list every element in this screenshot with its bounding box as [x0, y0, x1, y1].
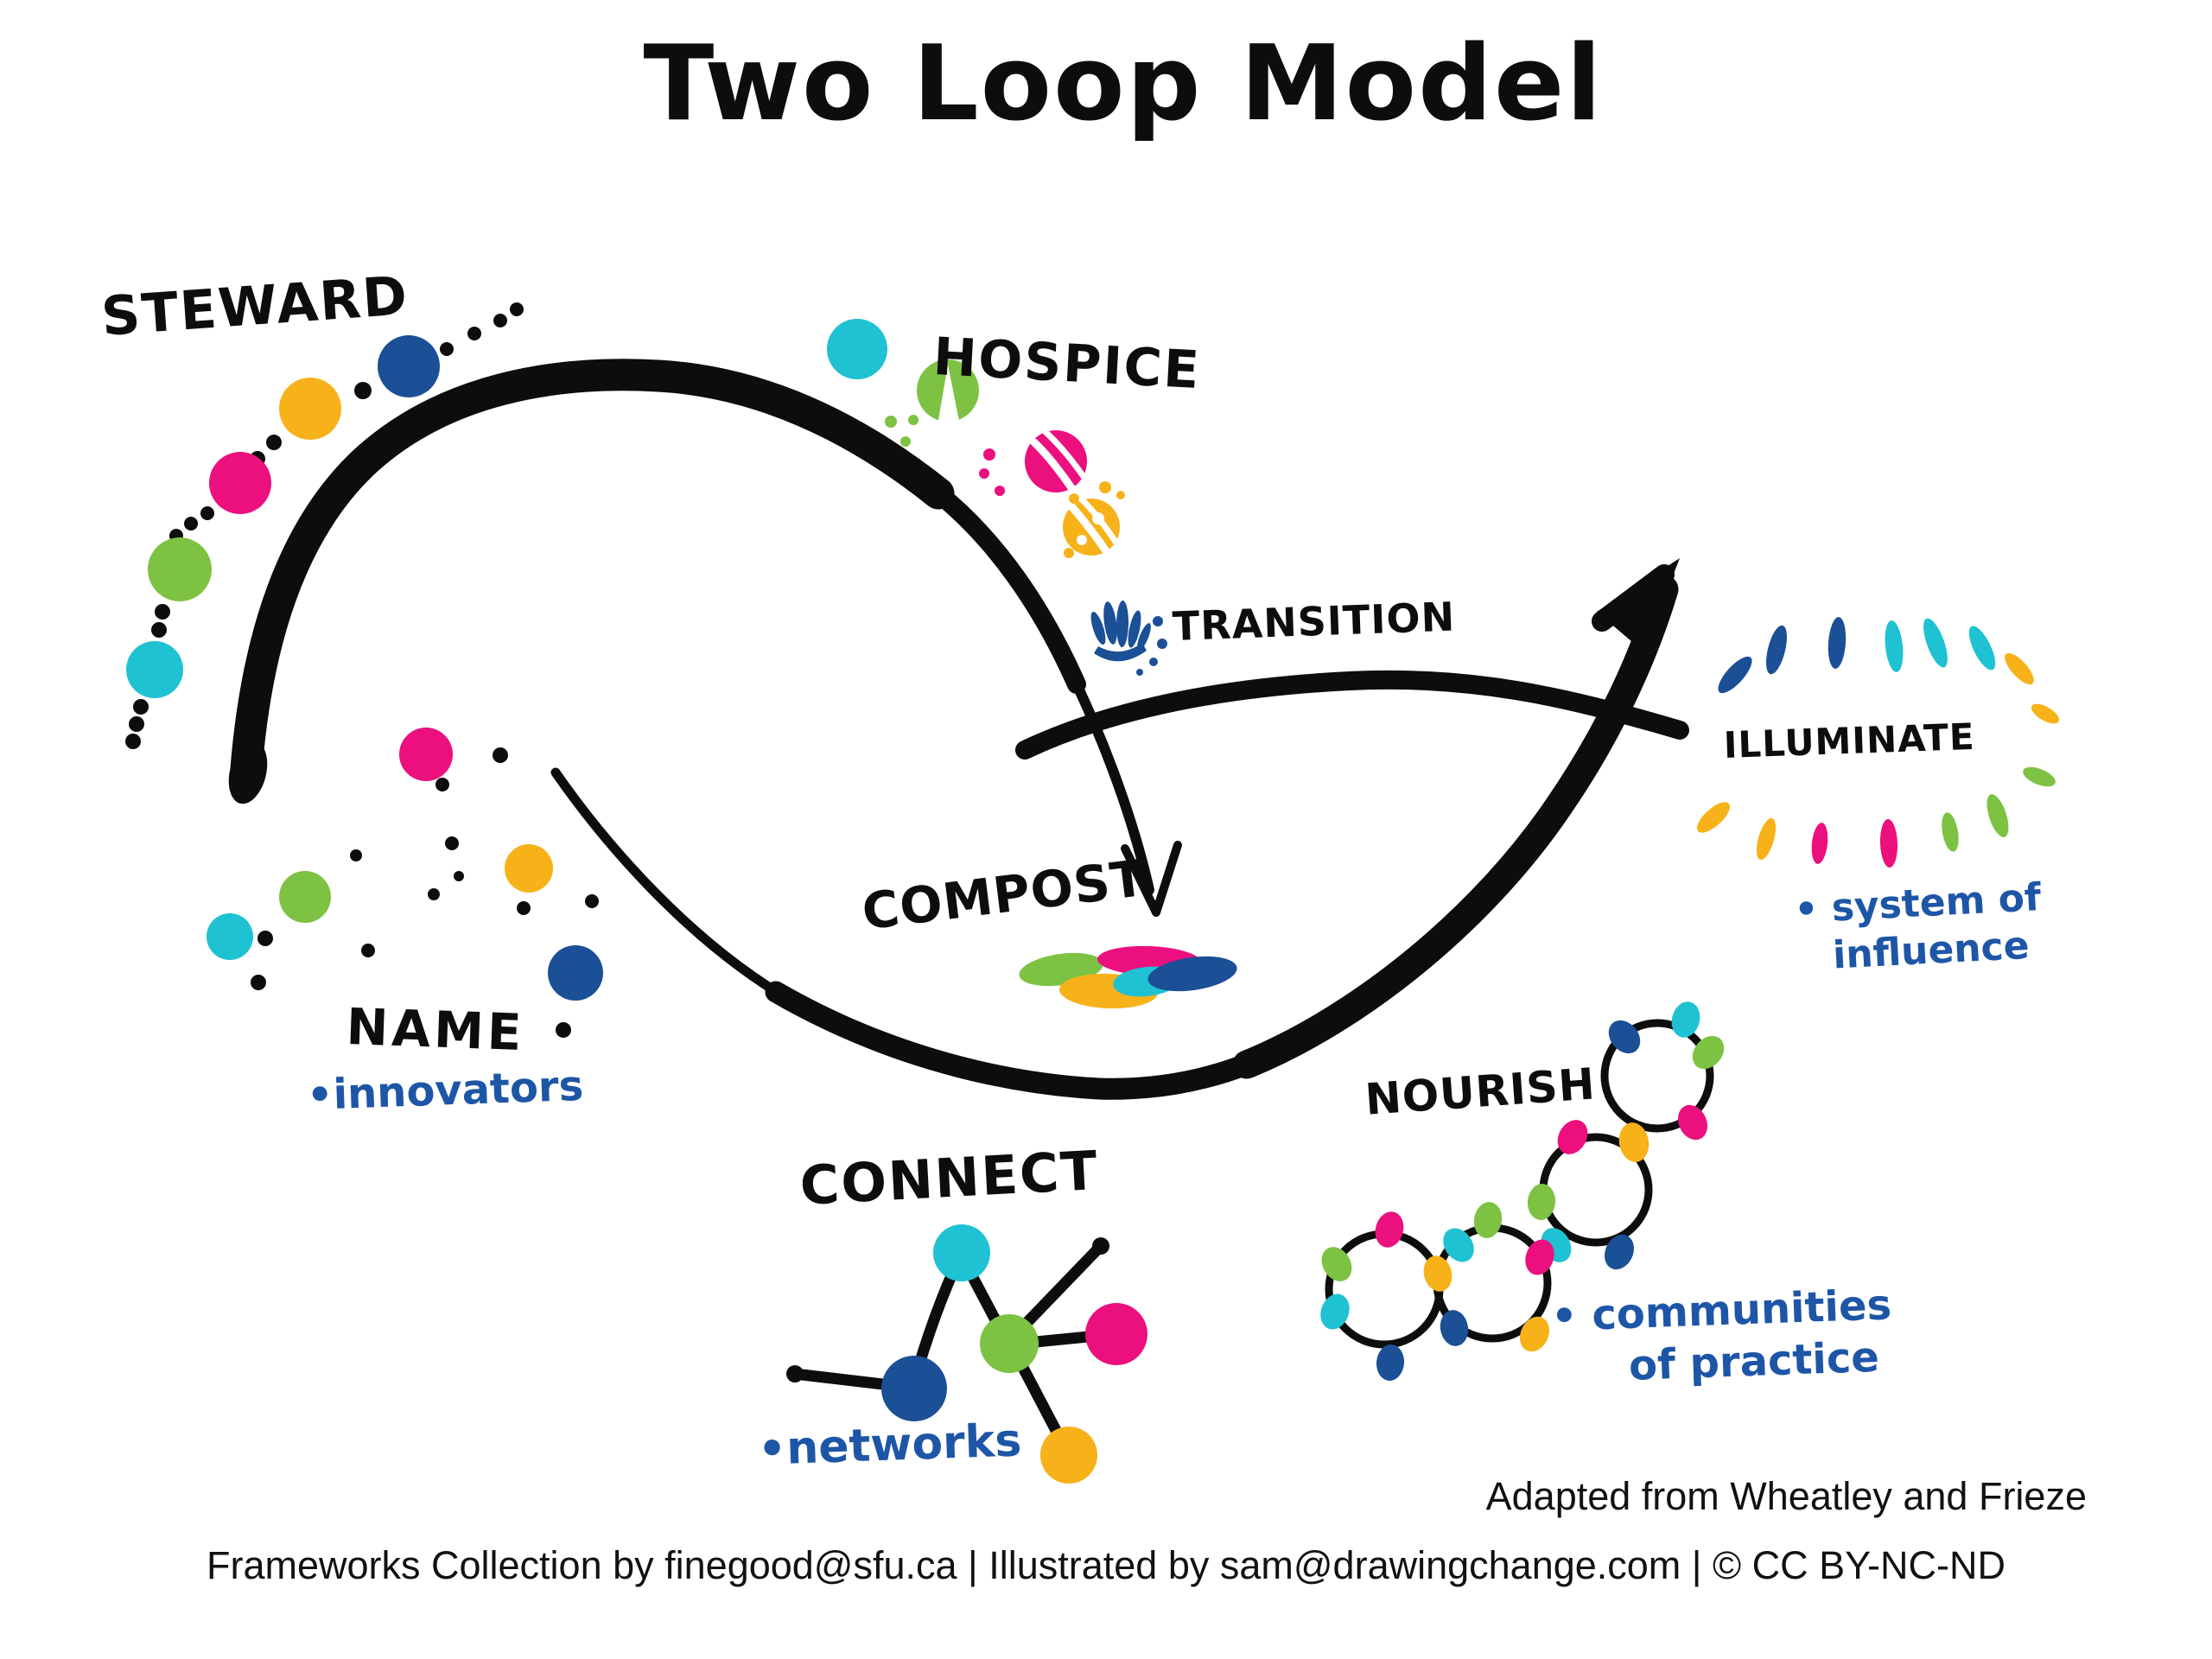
illuminate-rays: [1696, 617, 2060, 868]
credit-adapted-from: Adapted from Wheatley and Frieze: [1485, 1474, 2087, 1518]
annotation-system-of-influence: • system of influence: [1793, 874, 2044, 982]
compost-arrowhead-icon: [1121, 841, 1182, 917]
dissolved-dot-blue: [1090, 601, 1167, 676]
old-system-loop: [229, 359, 1182, 917]
communities-rings: [1320, 1001, 1725, 1381]
leaf-split-dot-green: [885, 359, 979, 447]
label-transition: TRANSITION: [1172, 593, 1456, 650]
sliced-dot-pink: [979, 429, 1088, 496]
old-loop-tail-blob: [228, 741, 268, 804]
hospice-dissolving-dots: [827, 319, 1167, 676]
annotation-communities-of-practice: • communities of practice: [1550, 1279, 1894, 1395]
new-system-loop: [550, 575, 1679, 1100]
label-name: NAME: [345, 997, 526, 1063]
steward-dot-chain: [125, 302, 524, 749]
communities-of-practice-line2: of practice: [1628, 1332, 1880, 1390]
annotation-networks: •networks: [757, 1414, 1023, 1476]
page-title: Two Loop Model: [643, 24, 1604, 144]
big-arrowhead-icon: [1597, 558, 1680, 652]
label-illuminate: ILLUMINATE: [1723, 715, 1976, 766]
ring-beads: [1320, 1001, 1725, 1381]
compost-pile: [1019, 945, 1237, 1009]
annotation-innovators: •innovators: [306, 1061, 585, 1120]
credit-footer: Frameworks Collection by finegood@sfu.ca…: [206, 1543, 2006, 1587]
network-graph: [786, 1224, 1147, 1484]
innovator-dots: [207, 728, 603, 1038]
broken-dot-yellow: [1063, 481, 1125, 558]
